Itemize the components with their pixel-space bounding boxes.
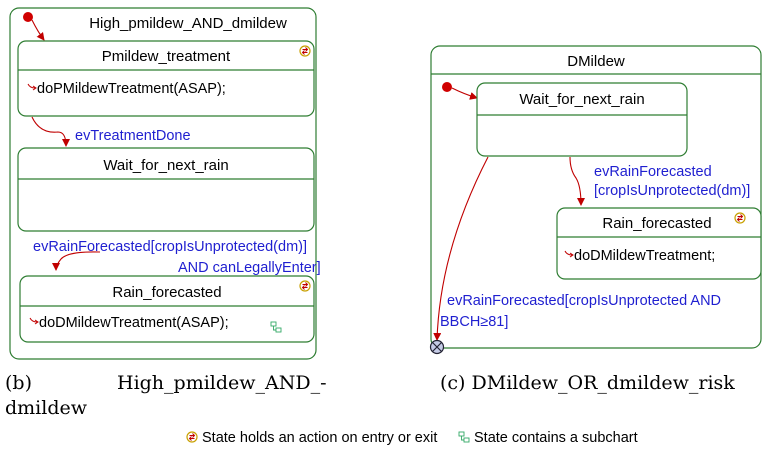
left-wait-state-name: Wait_for_next_rain bbox=[103, 157, 228, 174]
subchart-icon bbox=[458, 431, 470, 443]
pmildew-treatment-name: Pmildew_treatment bbox=[102, 48, 231, 65]
right-rain-forecasted-state[interactable]: Rain_forecasted doDMildewTreatment; bbox=[556, 207, 762, 280]
legend-entry-exit-text: State holds an action on entry or exit bbox=[202, 430, 438, 446]
right-transition-final[interactable] bbox=[433, 156, 489, 341]
subchart-icon bbox=[270, 321, 282, 333]
right-wait-state-name: Wait_for_next_rain bbox=[519, 91, 644, 108]
left-container-title: High_pmildew_AND_dmildew bbox=[89, 15, 287, 32]
right-container-title: DMildew bbox=[567, 53, 625, 70]
left-initial-pseudostate bbox=[23, 12, 33, 22]
left-rain-forecasted-name: Rain_forecasted bbox=[112, 284, 221, 301]
caption-right: (c) DMildew_OR_dmildew_risk bbox=[440, 372, 735, 394]
right-rain-forecasted-name: Rain_forecasted bbox=[602, 215, 711, 232]
final-state-icon bbox=[429, 339, 445, 355]
right-rain-forecasted-action: doDMildewTreatment; bbox=[574, 248, 715, 264]
left-wait-state[interactable]: Wait_for_next_rain bbox=[17, 147, 315, 232]
pmildew-treatment-action: doPMildewTreatment(ASAP); bbox=[37, 81, 226, 97]
caption-left-word2: dmildew bbox=[5, 397, 88, 419]
left-transition-rain[interactable] bbox=[52, 251, 101, 271]
right-transition-rain-line2: [cropIsUnprotected(dm)] bbox=[594, 183, 750, 199]
legend-entry-exit: State holds an action on entry or exit bbox=[185, 430, 437, 446]
right-initial-pseudostate bbox=[442, 82, 452, 92]
caption-left-word1: High_pmildew_AND_- bbox=[117, 372, 327, 394]
transition-treatment-done[interactable] bbox=[31, 116, 70, 147]
left-rain-forecasted-state[interactable]: Rain_forecasted doDMildewTreatment(ASAP)… bbox=[19, 275, 315, 343]
left-transition-rain-line2: AND canLegallyEnter] bbox=[178, 260, 321, 276]
left-rain-forecasted-action: doDMildewTreatment(ASAP); bbox=[39, 315, 229, 331]
right-transition-final-line2: BBCH≥81] bbox=[440, 314, 508, 330]
pmildew-treatment-state[interactable]: Pmildew_treatment doPMildewTreatment(ASA… bbox=[17, 40, 315, 117]
legend-subchart-text: State contains a subchart bbox=[474, 430, 638, 446]
right-transition-final-line1: evRainForecasted[cropIsUnprotected AND bbox=[447, 293, 721, 309]
right-statechart: DMildew Wait_for_next_rain evRainForecas… bbox=[429, 45, 762, 355]
right-wait-state[interactable]: Wait_for_next_rain bbox=[476, 82, 688, 157]
right-transition-rain[interactable] bbox=[569, 156, 585, 206]
left-transition-rain-line1: evRainForecasted[cropIsUnprotected(dm)] bbox=[33, 239, 307, 255]
right-initial-transition[interactable] bbox=[451, 87, 478, 100]
caption-left-label: (b) bbox=[5, 372, 32, 394]
transition-treatment-done-label: evTreatmentDone bbox=[75, 128, 191, 144]
legend-subchart: State contains a subchart bbox=[457, 430, 638, 446]
left-initial-transition[interactable] bbox=[31, 19, 45, 41]
right-transition-rain-line1: evRainForecasted bbox=[594, 164, 712, 180]
left-statechart: High_pmildew_AND_dmildew Pmildew_treatme… bbox=[9, 7, 321, 360]
entry-exit-icon bbox=[186, 431, 198, 443]
